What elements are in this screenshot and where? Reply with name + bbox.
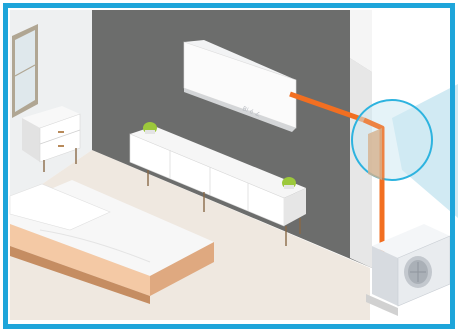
plant-left xyxy=(143,122,157,134)
window xyxy=(12,24,38,118)
pipe-entry-highlight xyxy=(352,100,432,180)
plant-right xyxy=(282,177,296,189)
